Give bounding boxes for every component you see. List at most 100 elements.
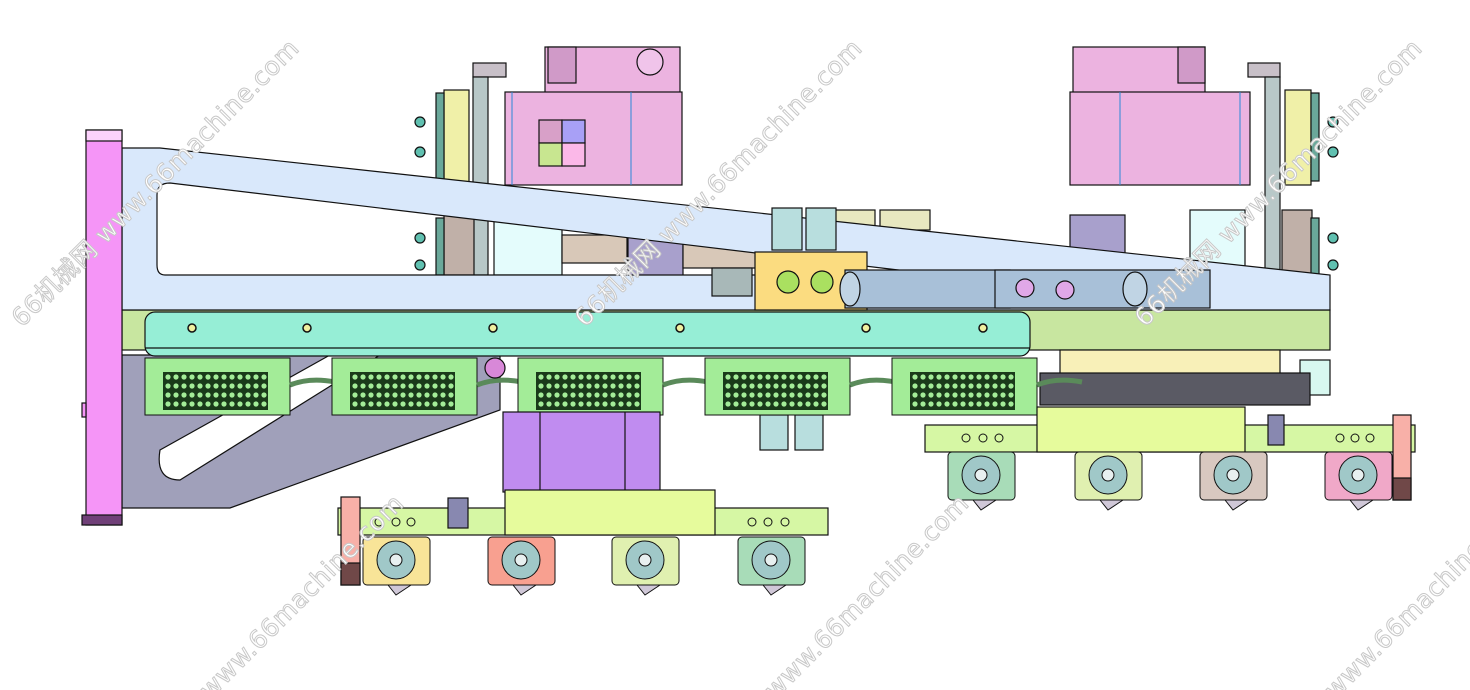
pin <box>384 401 390 407</box>
pin <box>984 374 990 380</box>
pin <box>976 383 982 389</box>
pin <box>165 401 171 407</box>
pin <box>554 383 560 389</box>
gripper-hub <box>974 468 988 482</box>
bracket-hole <box>1365 433 1375 443</box>
pin <box>781 401 787 407</box>
pin <box>618 392 624 398</box>
pin <box>741 374 747 380</box>
pin <box>757 392 763 398</box>
pin <box>797 392 803 398</box>
pin <box>749 374 755 380</box>
pin <box>197 401 203 407</box>
gripper-finger <box>947 451 1016 511</box>
pin <box>594 383 600 389</box>
pin <box>602 401 608 407</box>
pin <box>253 374 259 380</box>
pin <box>205 392 211 398</box>
pin <box>1008 401 1014 407</box>
pin <box>384 383 390 389</box>
bracket-hole <box>961 433 971 443</box>
pin <box>765 392 771 398</box>
rail-hole <box>861 323 871 333</box>
pin <box>245 401 251 407</box>
pin <box>733 374 739 380</box>
pin <box>165 392 171 398</box>
pin <box>586 401 592 407</box>
pin <box>352 401 358 407</box>
pin <box>221 392 227 398</box>
gripper-hub <box>514 553 528 567</box>
gripper-tip <box>511 584 538 596</box>
pin <box>912 392 918 398</box>
pin <box>920 374 926 380</box>
pin <box>1000 401 1006 407</box>
pin <box>944 401 950 407</box>
pin <box>205 401 211 407</box>
pin <box>376 401 382 407</box>
pin <box>781 383 787 389</box>
cable <box>289 377 336 388</box>
pin <box>797 401 803 407</box>
bracket-hole <box>391 517 401 527</box>
pin <box>1008 374 1014 380</box>
pin <box>733 383 739 389</box>
pin <box>610 401 616 407</box>
pin <box>789 392 795 398</box>
pin <box>448 392 454 398</box>
pin <box>237 401 243 407</box>
pin <box>773 374 779 380</box>
pin <box>984 392 990 398</box>
pin <box>440 401 446 407</box>
pin <box>821 374 827 380</box>
pin <box>261 383 267 389</box>
pin <box>912 401 918 407</box>
pin <box>261 374 267 380</box>
rail-hole <box>675 323 685 333</box>
gripper-tip <box>1098 499 1125 511</box>
pin <box>976 392 982 398</box>
left-gripper-bracket <box>337 489 829 586</box>
pin <box>546 401 552 407</box>
pin <box>626 374 632 380</box>
pin <box>578 401 584 407</box>
pin <box>992 392 998 398</box>
pin <box>400 374 406 380</box>
pin <box>570 392 576 398</box>
pin <box>229 374 235 380</box>
pin <box>757 401 763 407</box>
pin <box>952 383 958 389</box>
pin <box>773 383 779 389</box>
mounting-rail <box>144 311 1031 357</box>
pin <box>741 383 747 389</box>
pin <box>173 392 179 398</box>
pin <box>805 401 811 407</box>
pin <box>936 401 942 407</box>
pin <box>408 374 414 380</box>
pin <box>189 383 195 389</box>
pin <box>602 392 608 398</box>
pin <box>757 383 763 389</box>
pin <box>1008 392 1014 398</box>
pin <box>928 392 934 398</box>
pin <box>432 392 438 398</box>
pin <box>936 392 942 398</box>
bracket-hole <box>747 517 757 527</box>
pin <box>741 401 747 407</box>
pin <box>376 383 382 389</box>
cable <box>849 377 896 388</box>
pin <box>213 383 219 389</box>
pin <box>165 374 171 380</box>
bracket-hole <box>1350 433 1360 443</box>
pin <box>448 374 454 380</box>
pin <box>408 401 414 407</box>
pin <box>749 401 755 407</box>
pin <box>181 392 187 398</box>
pin <box>944 392 950 398</box>
pin <box>725 401 731 407</box>
pin <box>944 374 950 380</box>
pin <box>562 401 568 407</box>
pin <box>992 401 998 407</box>
pin <box>237 383 243 389</box>
pin <box>408 383 414 389</box>
